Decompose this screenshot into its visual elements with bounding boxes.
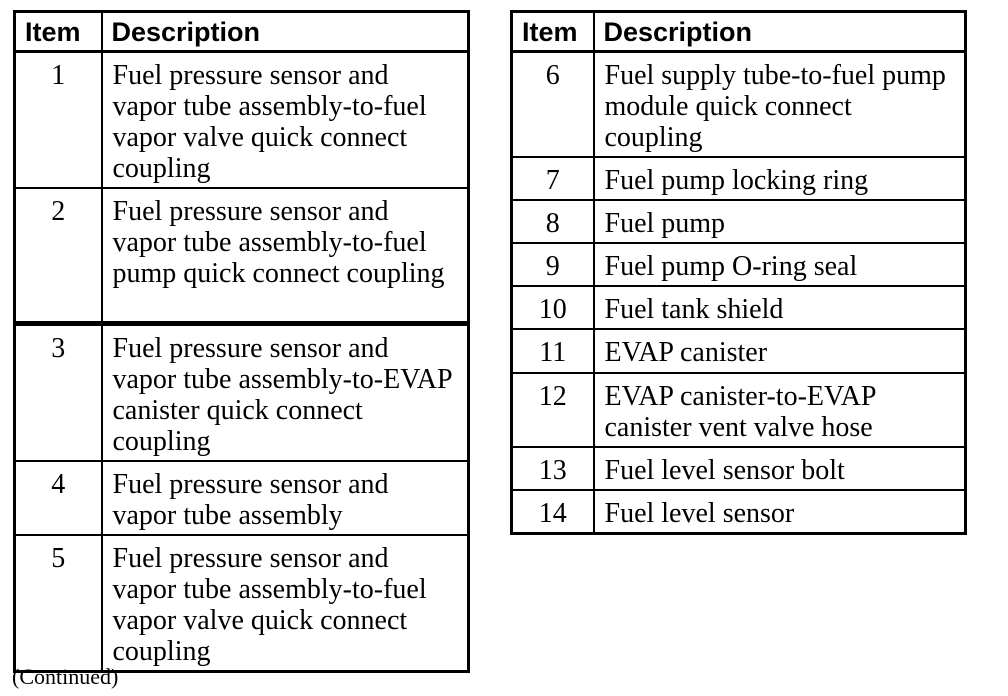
table-row: 2 Fuel pressure sensor and vapor tube as… [13,187,470,326]
item-number: 9 [510,242,595,287]
item-number: 4 [13,459,103,536]
item-description: EVAP canister-to-EVAP canister vent valv… [592,372,967,448]
item-number: 14 [510,489,595,535]
item-description: Fuel tank shield [592,285,967,330]
item-number: 8 [510,199,595,244]
table-row: 13 Fuel level sensor bolt [510,446,967,491]
item-description: Fuel pump O-ring seal [592,242,967,287]
item-number: 13 [510,446,595,491]
item-description: Fuel pump locking ring [592,156,967,201]
table-row: 7 Fuel pump locking ring [510,156,967,201]
item-description: Fuel supply tube-to-fuel pump module qui… [592,50,967,158]
item-column-header: Item [510,10,595,53]
item-description: Fuel pressure sensor and vapor tube asse… [100,533,470,672]
item-number: 12 [510,372,595,448]
parts-table-1: Item Description 1 Fuel pressure sensor … [13,10,470,673]
item-description: Fuel pressure sensor and vapor tube asse… [100,187,470,326]
table-row: 8 Fuel pump [510,199,967,244]
table-row: 12 EVAP canister-to-EVAP canister vent v… [510,372,967,448]
description-column-header: Description [592,10,967,53]
table-row: 10 Fuel tank shield [510,285,967,330]
item-number: 7 [510,156,595,201]
table-row: 9 Fuel pump O-ring seal [510,242,967,287]
table-row: 5 Fuel pressure sensor and vapor tube as… [13,533,470,672]
item-description: EVAP canister [592,328,967,374]
parts-table-2: Item Description 6 Fuel supply tube-to-f… [510,10,967,535]
description-column-header: Description [100,10,470,53]
table-header-row: Item Description [510,10,967,53]
item-description: Fuel level sensor [592,489,967,535]
item-number: 1 [13,50,103,189]
table-row: 1 Fuel pressure sensor and vapor tube as… [13,50,470,189]
item-number: 11 [510,328,595,374]
table-row: 3 Fuel pressure sensor and vapor tube as… [13,322,470,462]
item-description: Fuel level sensor bolt [592,446,967,491]
item-column-header: Item [13,10,103,53]
item-number: 10 [510,285,595,330]
table-row: 11 EVAP canister [510,328,967,374]
item-description: Fuel pump [592,199,967,244]
table-row: 6 Fuel supply tube-to-fuel pump module q… [510,50,967,158]
continued-note: (Continued) [12,664,119,689]
item-number: 3 [13,322,103,462]
table-row: 4 Fuel pressure sensor and vapor tube as… [13,459,470,536]
table-header-row: Item Description [13,10,470,53]
item-number: 6 [510,50,595,158]
item-number: 2 [13,187,103,326]
item-description: Fuel pressure sensor and vapor tube asse… [100,322,470,462]
item-description: Fuel pressure sensor and vapor tube asse… [100,459,470,536]
table-row: 14 Fuel level sensor [510,489,967,535]
item-description: Fuel pressure sensor and vapor tube asse… [100,50,470,189]
item-number: 5 [13,533,103,672]
